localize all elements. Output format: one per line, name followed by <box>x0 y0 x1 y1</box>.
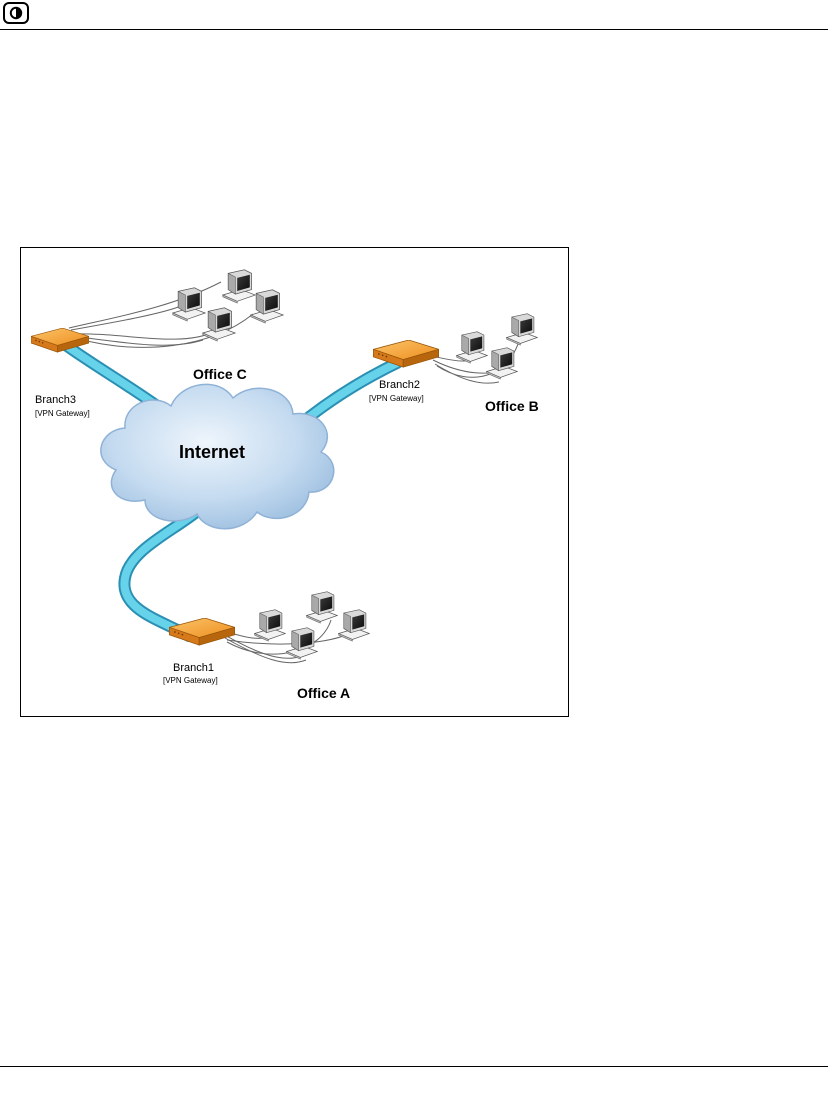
office-a-label: Office A <box>297 685 350 701</box>
computer-icon <box>507 314 538 345</box>
computer-icon <box>173 288 205 321</box>
computer-icon <box>255 610 286 641</box>
lan-cables-office-a <box>221 620 357 663</box>
branch2-gateway-label: [VPN Gateway] <box>369 394 424 403</box>
footer-rule <box>0 1066 828 1067</box>
header-rule <box>0 29 828 30</box>
branch1-label: Branch1 <box>173 662 214 674</box>
office-b-label: Office B <box>485 398 539 414</box>
computer-icon <box>339 610 370 641</box>
computer-icon <box>223 270 255 303</box>
logo <box>3 2 29 24</box>
computer-icon <box>457 332 488 363</box>
router-icon-branch2 <box>373 340 438 367</box>
branch2-label: Branch2 <box>379 379 420 391</box>
branch1-gateway-label: [VPN Gateway] <box>163 676 218 685</box>
computer-icon <box>203 308 235 341</box>
internet-label: Internet <box>179 442 245 463</box>
office-c-label: Office C <box>193 366 247 382</box>
branch3-gateway-label: [VPN Gateway] <box>35 409 90 418</box>
computer-icon <box>307 592 338 623</box>
branch3-label: Branch3 <box>35 394 76 406</box>
router-icon-branch1 <box>169 618 234 645</box>
eye-icon <box>5 4 27 22</box>
vpn-network-diagram: Internet Office C Branch3 [VPN Gateway] … <box>20 247 569 717</box>
computer-icon <box>487 348 518 379</box>
